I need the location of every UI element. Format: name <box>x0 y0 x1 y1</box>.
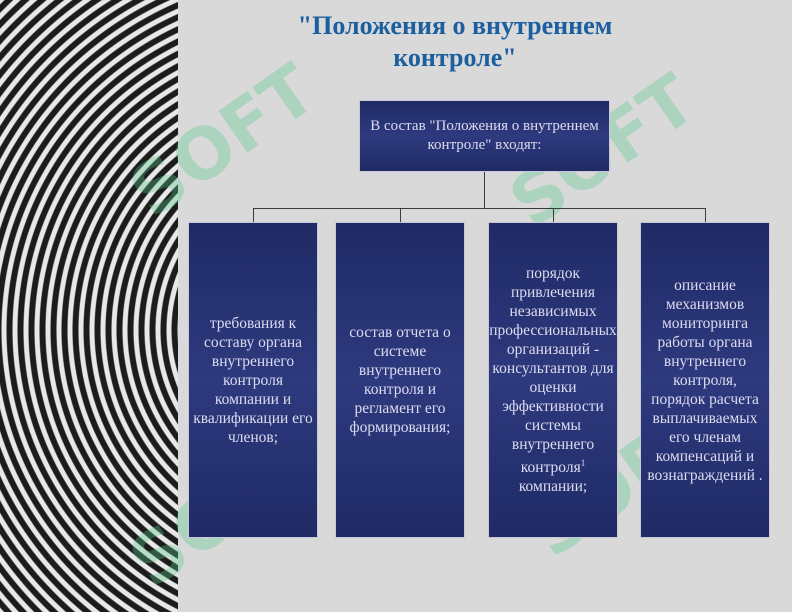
diagram-item-box: описание механизмов мониторинга работы о… <box>640 222 770 538</box>
connector-line <box>253 208 254 222</box>
connector-line <box>253 208 706 209</box>
connector-line <box>484 172 485 208</box>
diagram-item-box: порядок привлечения независимых професси… <box>488 222 618 538</box>
footnote-mark: 1 <box>580 457 586 468</box>
root-box-text: В состав "Положения о внутреннем контрол… <box>370 118 599 153</box>
diagram-root-box: В состав "Положения о внутреннем контрол… <box>359 100 610 172</box>
item-text: состав отчета о системе внутреннего конт… <box>349 324 451 436</box>
item-text: порядок привлечения независимых професси… <box>489 264 617 496</box>
connector-line <box>553 208 554 222</box>
page-title: "Положения о внутреннем контроле" <box>297 11 613 72</box>
item-text: требования к составу органа внутреннего … <box>193 314 313 446</box>
striped-background-image <box>0 0 178 612</box>
diagram-item-box: состав отчета о системе внутреннего конт… <box>335 222 465 538</box>
item-text: описание механизмов мониторинга работы о… <box>647 276 763 484</box>
connector-line <box>400 208 401 222</box>
diagram-item-box: требования к составу органа внутреннего … <box>188 222 318 538</box>
connector-line <box>705 208 706 222</box>
